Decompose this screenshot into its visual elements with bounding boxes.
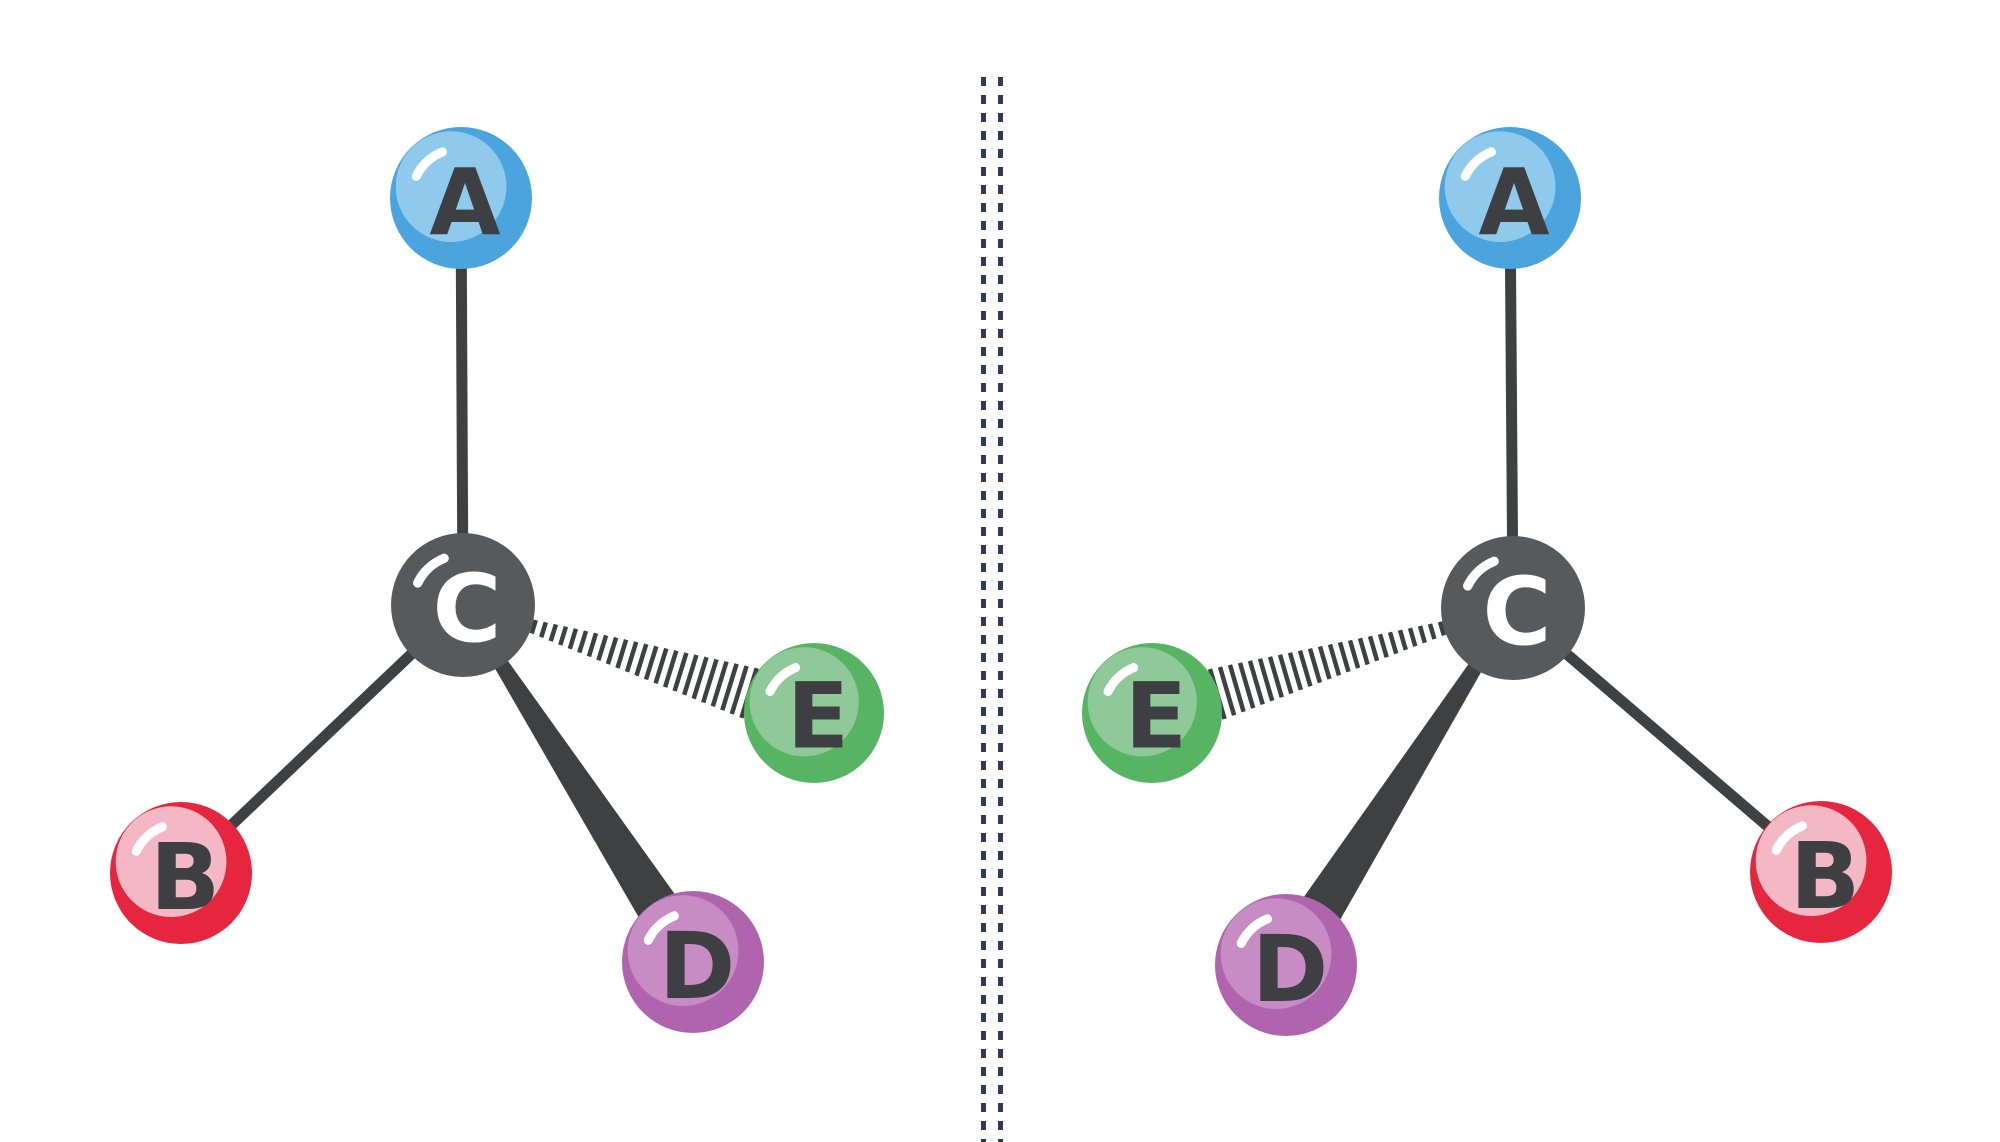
mirror-line [981, 77, 1003, 1142]
hash-stripe [1327, 643, 1342, 677]
hash-stripe [1247, 660, 1265, 706]
atom-a: A [1439, 127, 1581, 269]
hash-stripe [1297, 649, 1313, 687]
atom-crescent-highlight-icon [411, 147, 447, 181]
atom-crescent-highlight-icon [1236, 914, 1272, 948]
bond-C-D-solid-wedge [459, 602, 682, 928]
atom-label: E [787, 665, 849, 770]
hash-stripe [643, 645, 659, 681]
atom-crescent-highlight-icon [131, 822, 167, 856]
hash-stripe [1307, 647, 1323, 684]
hash-stripe [1387, 631, 1399, 655]
atom-a: A [390, 127, 532, 269]
atom-d: D [1215, 894, 1357, 1036]
atom-crescent-highlight-icon [765, 663, 801, 697]
atom-crescent-highlight-icon [643, 911, 679, 945]
hash-stripe [662, 650, 679, 688]
hash-stripe [529, 619, 538, 635]
hash-stripe [1227, 664, 1246, 713]
hash-stripe [729, 665, 749, 715]
atom-label: A [429, 149, 500, 256]
atom-c: C [391, 533, 535, 677]
atom-e: E [744, 643, 884, 783]
hash-stripe [1237, 662, 1256, 709]
atom-label: C [433, 555, 502, 664]
hash-stripe [548, 623, 559, 642]
atom-b: B [1750, 801, 1892, 943]
atom-crescent-highlight-icon [1771, 821, 1807, 855]
hash-stripe [720, 663, 739, 711]
hash-stripe [672, 652, 689, 692]
hash-stripe [539, 621, 548, 638]
atom-crescent-highlight-icon [413, 553, 449, 588]
hash-stripe [1397, 629, 1408, 651]
bond-C-E-hashed-wedge [1207, 621, 1447, 720]
hash-stripe [1287, 652, 1303, 691]
atom-b: B [110, 802, 252, 944]
hash-stripe [1257, 658, 1275, 702]
atom-label: B [150, 824, 220, 931]
hash-stripe [558, 625, 569, 646]
hash-stripe [691, 656, 709, 700]
hash-stripe [1417, 625, 1427, 644]
atom-label: E [1125, 665, 1187, 770]
hash-stripe [634, 643, 649, 677]
hash-stripe [1437, 621, 1447, 637]
hash-stripe [1277, 654, 1294, 695]
atom-label: B [1790, 823, 1860, 930]
hash-stripe [1337, 641, 1351, 673]
hash-stripe [653, 647, 669, 684]
hash-stripe [701, 658, 719, 704]
hash-stripe [1367, 635, 1380, 662]
bond-C-D-solid-wedge [1296, 605, 1517, 931]
atom-c: C [1441, 536, 1585, 680]
hash-stripe [1317, 645, 1332, 680]
hash-stripe [710, 660, 729, 707]
atom-label: D [659, 913, 735, 1020]
hash-stripe [682, 654, 699, 696]
hash-stripe [586, 632, 599, 658]
atom-label: D [1252, 916, 1328, 1023]
hash-stripe [567, 628, 579, 650]
hash-stripe [596, 634, 609, 661]
atom-label: C [1483, 558, 1552, 667]
left-molecule: A B D E C [110, 127, 884, 1033]
hash-stripe [605, 636, 619, 665]
atom-e: E [1082, 643, 1222, 783]
hash-stripe [1267, 656, 1284, 698]
hash-stripe [1427, 623, 1437, 640]
hash-stripe [1217, 666, 1237, 716]
hash-stripe [577, 630, 589, 654]
hash-stripe [1407, 627, 1418, 647]
atom-crescent-highlight-icon [1103, 663, 1139, 697]
hash-stripe [615, 639, 629, 669]
bond-C-E-hashed-wedge [529, 619, 759, 719]
atom-crescent-highlight-icon [1463, 556, 1499, 591]
hash-stripe [1347, 639, 1361, 669]
atom-label: A [1478, 149, 1549, 256]
atom-crescent-highlight-icon [1460, 147, 1496, 181]
right-molecule: A B D E C [1082, 127, 1892, 1036]
hash-stripe [1377, 633, 1389, 658]
hash-stripe [1357, 637, 1370, 666]
atom-d: D [622, 891, 764, 1033]
hash-stripe [624, 641, 639, 673]
